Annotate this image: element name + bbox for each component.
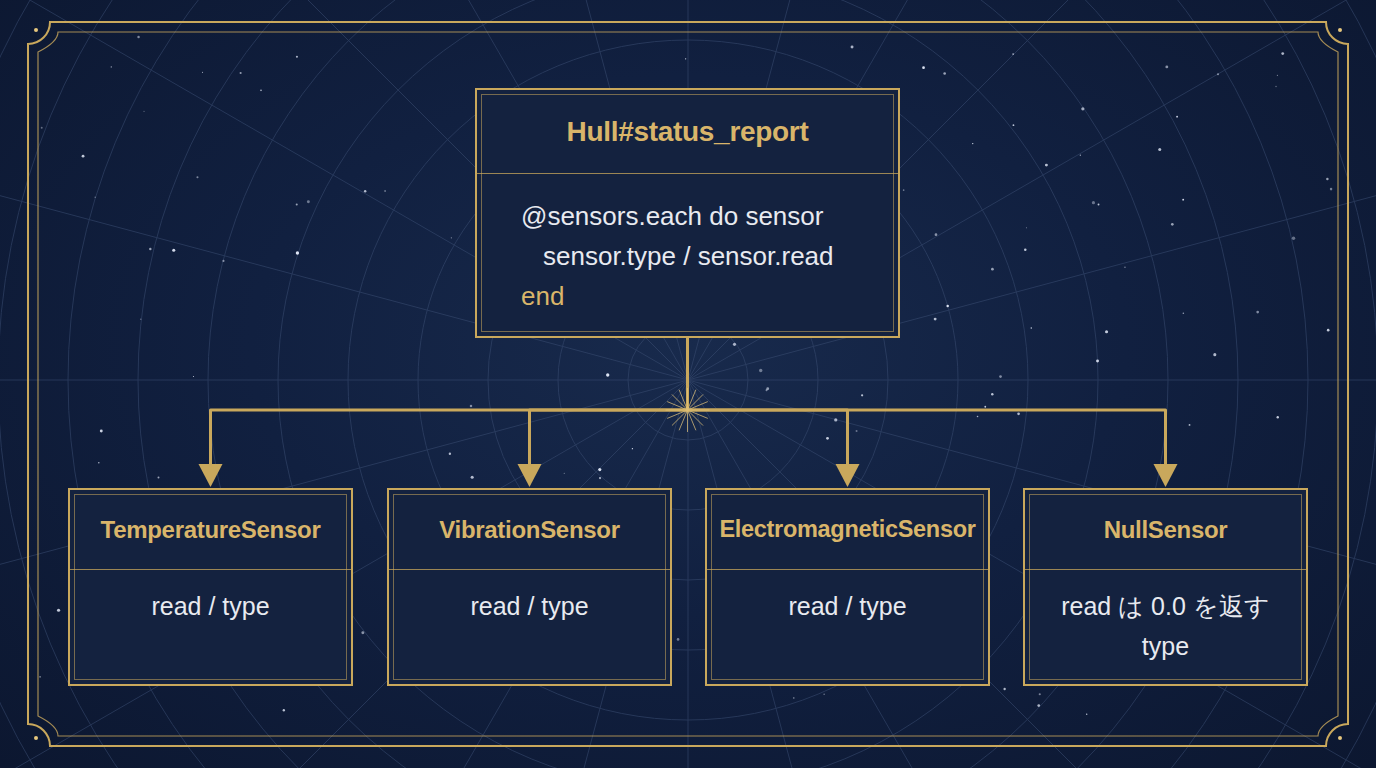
code-line: sensor.type / sensor.read — [521, 236, 898, 276]
inheritance-arrow — [688, 338, 860, 487]
box-body: @sensors.each do sensorsensor.type / sen… — [477, 174, 898, 316]
box-heading: NullSensor — [1025, 490, 1306, 570]
member-list: read / type — [707, 586, 988, 626]
class-box: TemperatureSensor read / type — [68, 488, 353, 686]
box-heading: TemperatureSensor — [70, 490, 351, 570]
inheritance-arrow — [518, 338, 688, 487]
code-line: @sensors.each do sensor — [521, 196, 898, 236]
member-list: type — [1025, 626, 1306, 666]
box-heading: Hull#status_report — [477, 90, 898, 174]
box-heading: ElectromagneticSensor — [707, 490, 988, 570]
box-heading: VibrationSensor — [389, 490, 670, 570]
box-body: read / type — [389, 570, 670, 626]
member-list: read は 0.0 を返す — [1025, 586, 1306, 626]
method-box: Hull#status_report@sensors.each do senso… — [475, 88, 900, 338]
class-box: VibrationSensor read / type — [387, 488, 672, 686]
member-list: read / type — [70, 586, 351, 626]
box-body: read / type — [707, 570, 988, 626]
code-line: end — [521, 276, 898, 316]
class-box: NullSensorread は 0.0 を返すtype — [1023, 488, 1308, 686]
box-body: read は 0.0 を返すtype — [1025, 570, 1306, 666]
member-list: read / type — [389, 586, 670, 626]
class-box: ElectromagneticSensor read / type — [705, 488, 990, 686]
box-body: read / type — [70, 570, 351, 626]
inheritance-arrow — [688, 338, 1178, 487]
inheritance-arrow — [199, 338, 688, 487]
starburst — [666, 388, 710, 432]
